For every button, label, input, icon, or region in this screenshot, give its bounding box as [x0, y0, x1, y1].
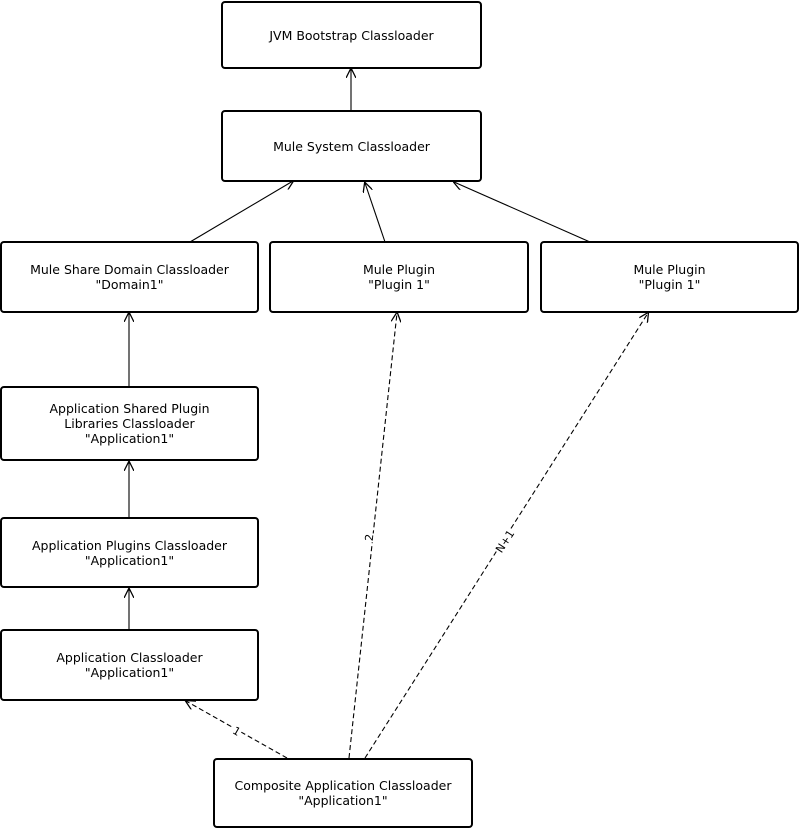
- node-label: Application Plugins Classloader: [32, 537, 227, 553]
- node-mule-plugin-b: Mule Plugin "Plugin 1": [540, 241, 799, 313]
- edge-domain-to-system: [189, 181, 293, 243]
- node-label: Application Shared Plugin: [49, 401, 210, 416]
- node-label: Mule System Classloader: [273, 138, 430, 154]
- node-label: JVM Bootstrap Classloader: [269, 27, 434, 43]
- node-mule-plugin-a: Mule Plugin "Plugin 1": [269, 241, 529, 313]
- node-sublabel: "Plugin 1": [368, 277, 430, 292]
- node-sublabel: "Application1": [84, 431, 175, 446]
- node-sublabel: "Plugin 1": [638, 277, 701, 292]
- edge-label-2: 2: [362, 532, 377, 543]
- node-sublabel: "Application1": [84, 552, 175, 568]
- node-label: Composite Application Classloader: [234, 778, 452, 793]
- node-label: Mule Plugin: [362, 262, 436, 277]
- node-label: Mule Plugin: [633, 262, 706, 277]
- node-sublabel: "Application1": [84, 665, 175, 680]
- node-label: Mule Share Domain Classloader: [30, 262, 229, 277]
- node-mule-system-classloader: Mule System Classloader: [221, 110, 482, 182]
- edge-composite-to-plugin-a: [348, 313, 397, 759]
- node-label-line2: Libraries Classloader: [64, 416, 195, 431]
- node-application-classloader: Application Classloader "Application1": [0, 629, 259, 701]
- node-jvm-bootstrap-classloader: JVM Bootstrap Classloader: [221, 1, 482, 69]
- node-application-plugins-classloader: Application Plugins Classloader "Applica…: [0, 517, 259, 588]
- node-mule-share-domain-classloader: Mule Share Domain Classloader "Domain1": [0, 241, 259, 313]
- node-sublabel: "Domain1": [95, 277, 164, 292]
- node-sublabel: "Application1": [298, 793, 388, 808]
- edge-plugin-a-to-system: [365, 183, 386, 243]
- edge-plugin-b-to-system: [454, 182, 591, 243]
- node-label: Application Classloader: [56, 650, 203, 665]
- node-composite-application-classloader: Composite Application Classloader "Appli…: [213, 758, 473, 828]
- node-application-shared-plugin-libraries-classloader: Application Shared Plugin Libraries Clas…: [0, 386, 259, 461]
